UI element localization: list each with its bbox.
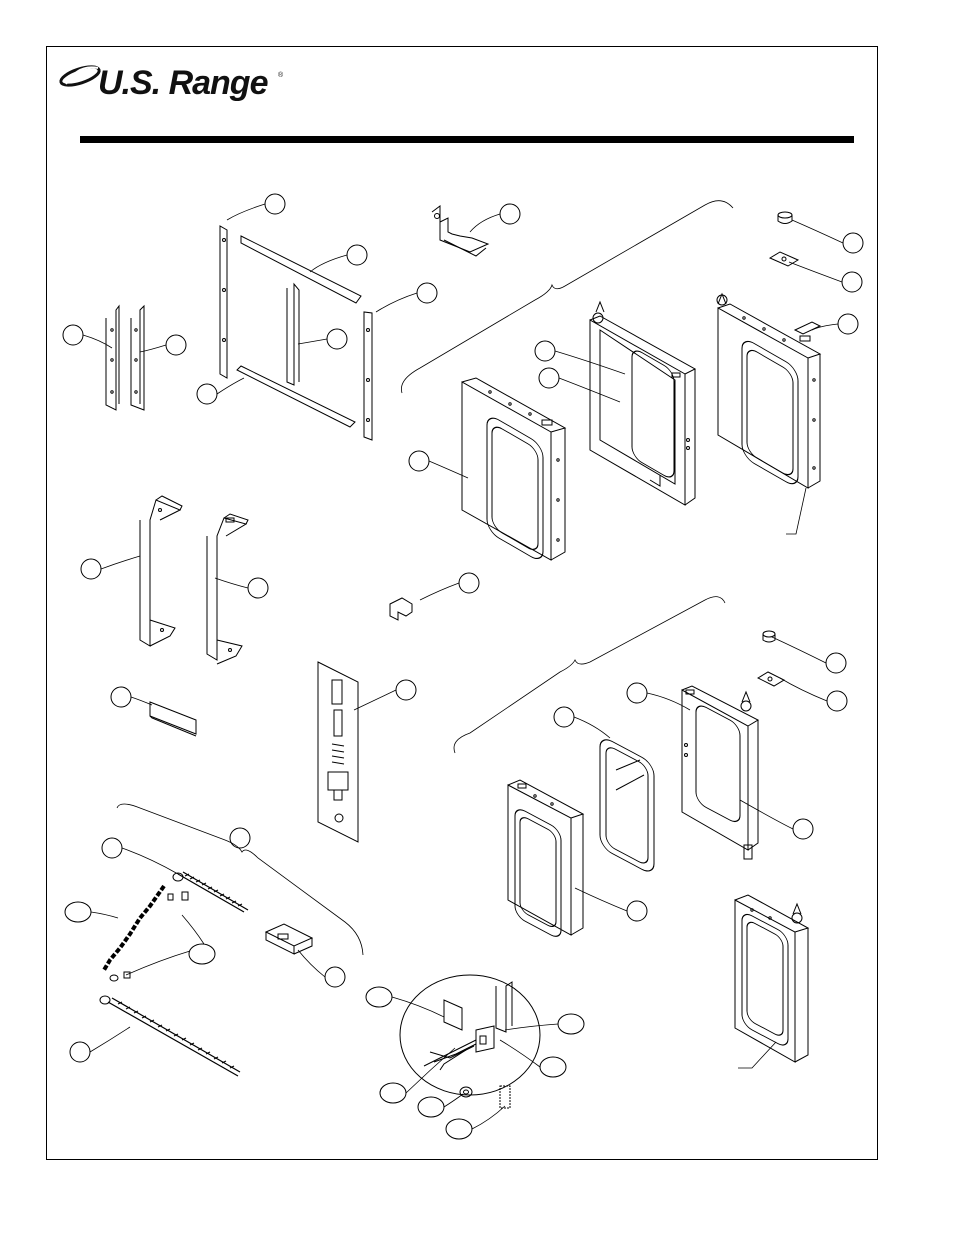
- latch-kit-card: [318, 662, 358, 842]
- callout-bubble: [459, 573, 479, 593]
- upper-outer-door: [462, 378, 565, 564]
- callout-bubble: [838, 314, 858, 334]
- detail-circle: [400, 975, 540, 1095]
- upper-inner-frame: [590, 302, 695, 505]
- callout-bubble: [189, 944, 215, 964]
- callout-bubble: [70, 1042, 90, 1062]
- callout-bubble: [418, 1097, 444, 1117]
- callout-bubble: [325, 967, 345, 987]
- label-plate: [150, 702, 196, 736]
- lower-inner-frame: [682, 686, 758, 859]
- upper-rear-door: [717, 294, 820, 489]
- callout-bubble: [366, 987, 392, 1007]
- callout-bubble: [230, 828, 250, 848]
- callout-bubble: [827, 691, 847, 711]
- upper-small-parts: [770, 212, 820, 341]
- hanger-brackets: [140, 496, 248, 664]
- callout-bubble: [396, 680, 416, 700]
- callout-bubble: [102, 838, 122, 858]
- callout-bubble: [627, 683, 647, 703]
- callout-bubble: [197, 384, 217, 404]
- callout-bubble: [63, 325, 83, 345]
- callout-bubble: [535, 341, 555, 361]
- callout-bubble: [842, 272, 862, 292]
- latch-clip: [390, 598, 412, 620]
- group-braces: [117, 201, 733, 955]
- callout-bubble: [540, 1057, 566, 1077]
- side-rail-assembly: [220, 226, 372, 440]
- callout-bubble: [417, 283, 437, 303]
- callout-bubble: [539, 368, 559, 388]
- callout-bubble: [166, 335, 186, 355]
- callout-bubble: [826, 653, 846, 673]
- callout-bubble: [65, 902, 91, 922]
- callout-bubble: [265, 194, 285, 214]
- callout-bubble: [793, 819, 813, 839]
- callout-bubble: [554, 707, 574, 727]
- hinge-bracket: [432, 206, 488, 256]
- callout-bubble: [248, 578, 268, 598]
- lower-outer-door: [508, 780, 583, 940]
- magnet-block: [266, 924, 312, 954]
- left-brackets: [106, 306, 144, 410]
- nut-and-spring: [460, 1086, 510, 1108]
- callout-bubble: [81, 559, 101, 579]
- callout-bubble: [446, 1119, 472, 1139]
- lower-small-parts: [758, 631, 784, 686]
- callout-bubble: [327, 329, 347, 349]
- lower-glass-window: [600, 735, 654, 876]
- callout-bubble: [843, 233, 863, 253]
- callout-bubble: [627, 901, 647, 921]
- callout-bubble: [409, 451, 429, 471]
- callout-bubble: [500, 204, 520, 224]
- callout-bubbles: [63, 194, 863, 1139]
- callout-bubble: [558, 1014, 584, 1034]
- callout-bubble: [380, 1083, 406, 1103]
- callout-bubble: [111, 687, 131, 707]
- lower-rear-door: [735, 895, 808, 1062]
- callout-bubble: [347, 245, 367, 265]
- chain-rod-hardware: [100, 872, 248, 1076]
